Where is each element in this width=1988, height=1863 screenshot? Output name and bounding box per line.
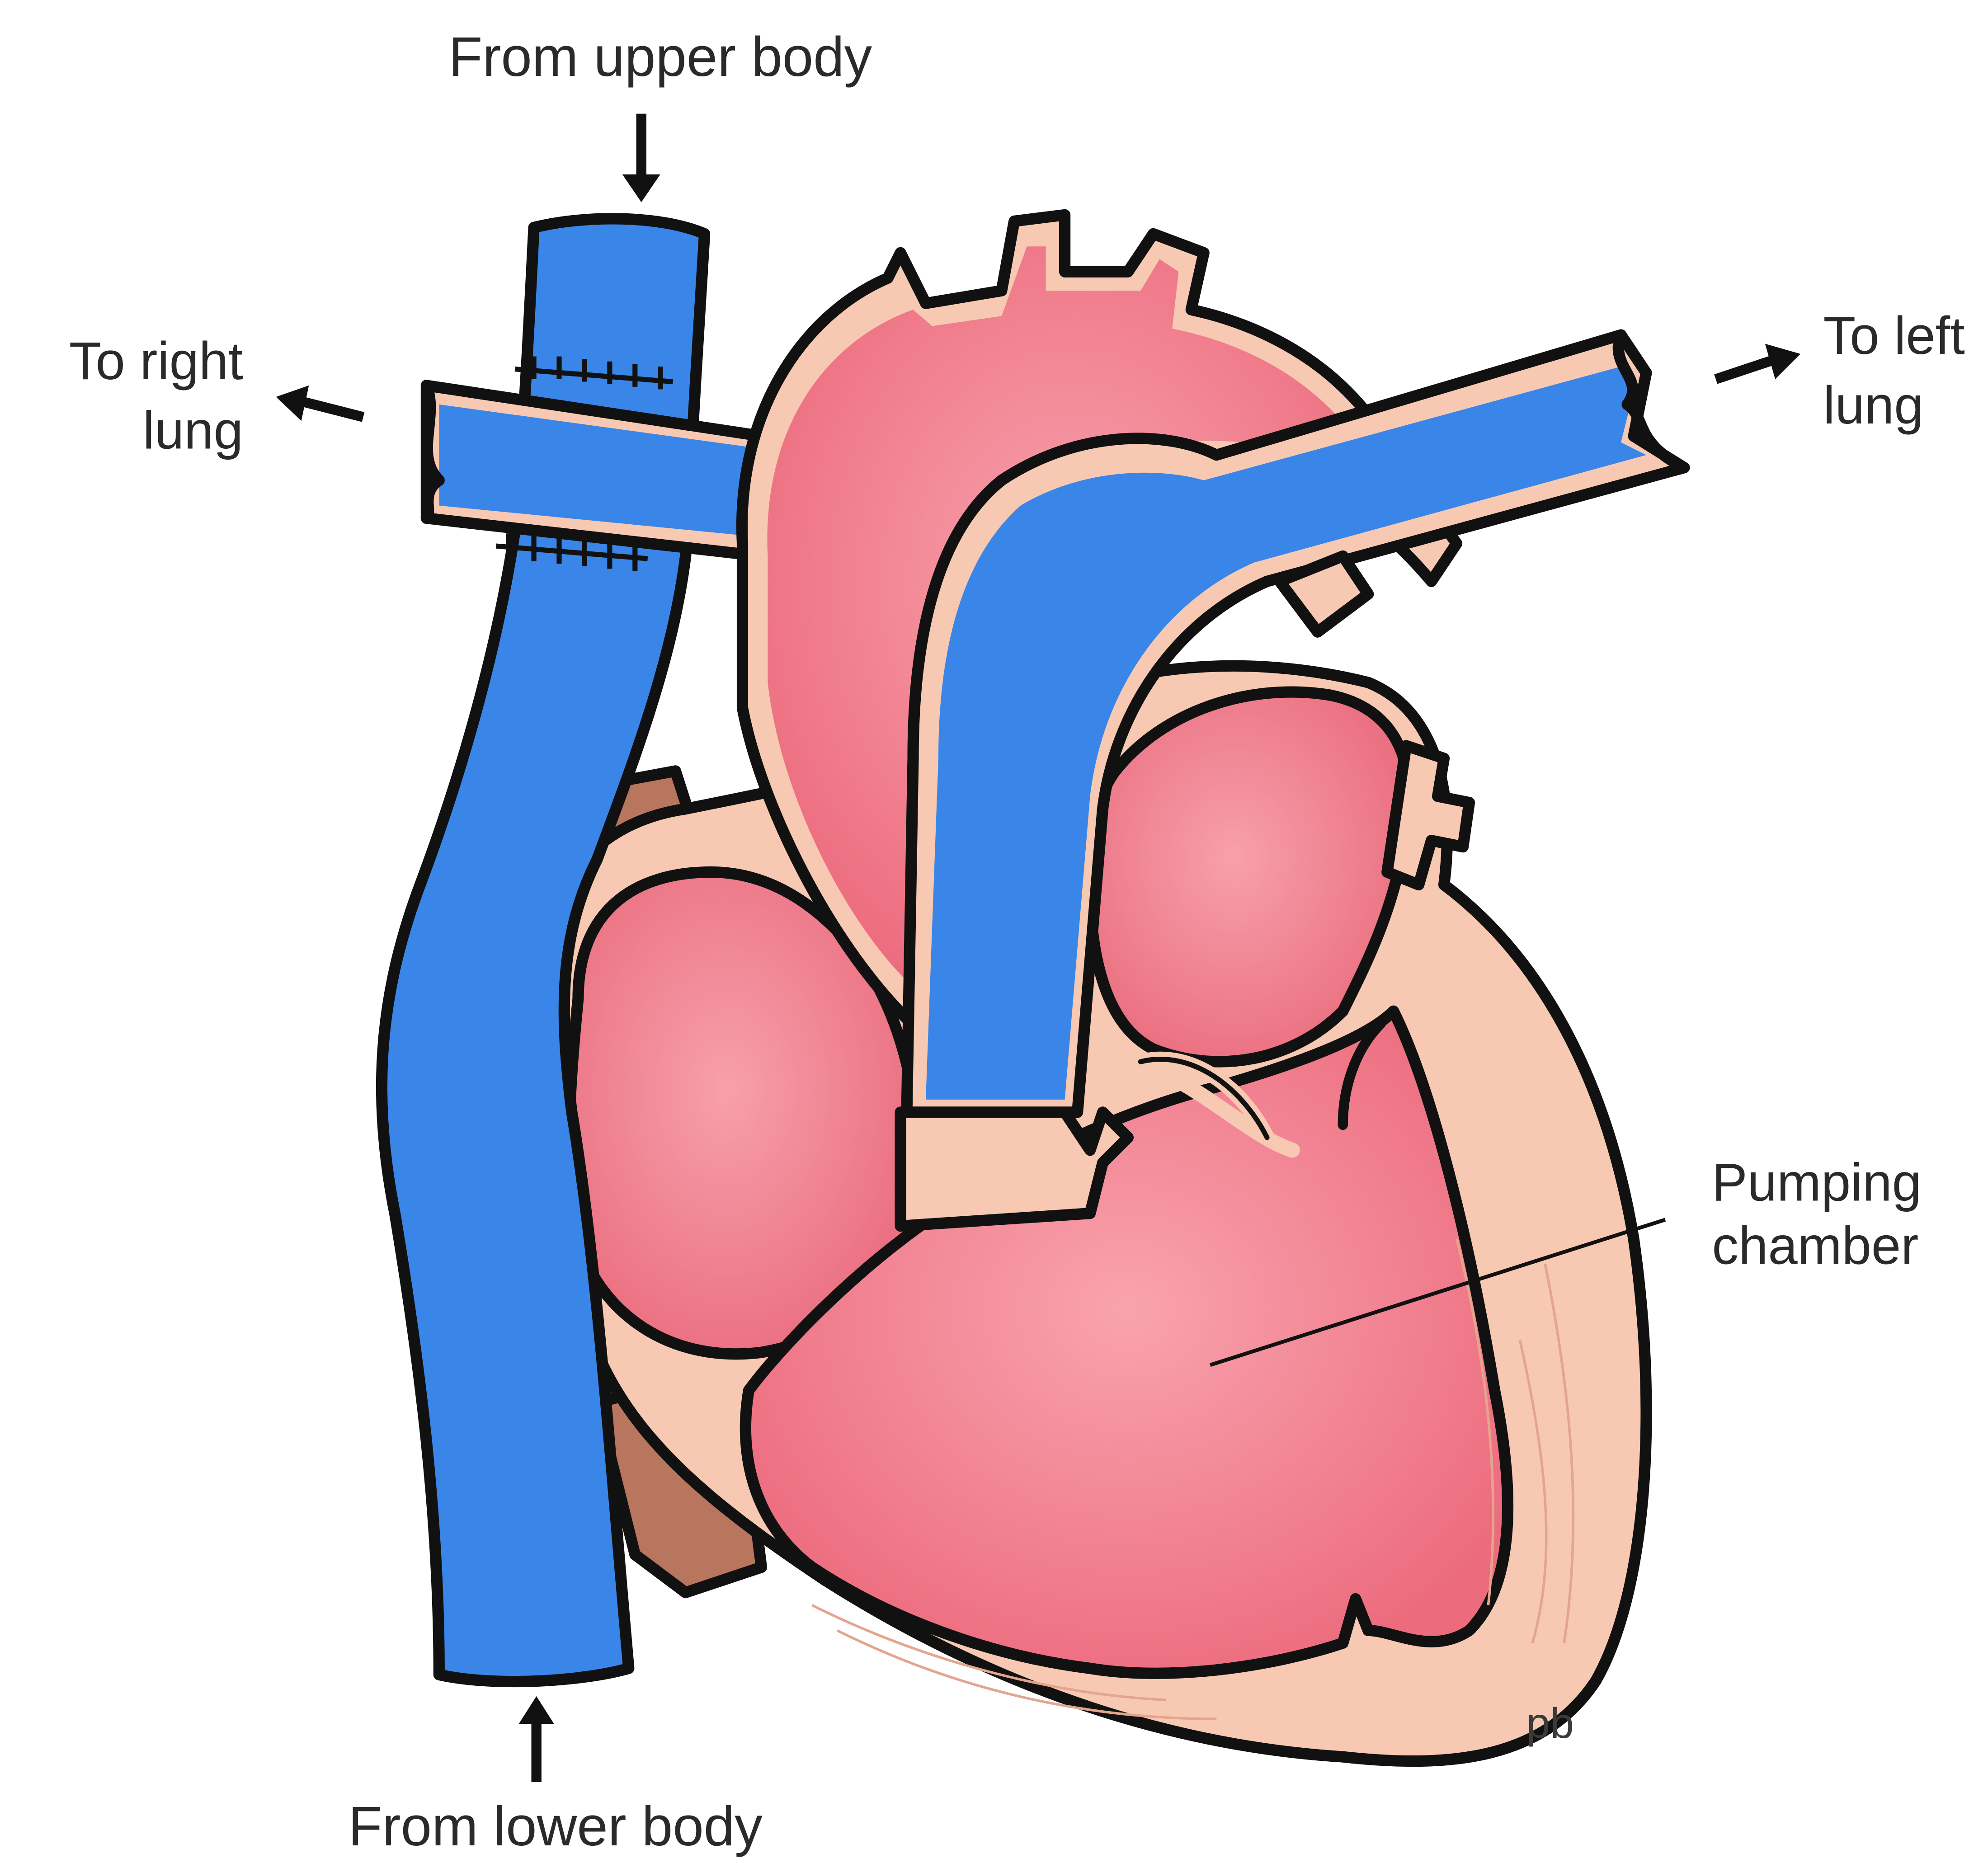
label-pumping-chamber-1: Pumping <box>1712 1153 1921 1212</box>
label-to-left-lung-2: lung <box>1823 376 1923 435</box>
label-from-lower-body: From lower body <box>349 1796 763 1858</box>
artist-signature: pb <box>1526 1699 1574 1747</box>
label-from-upper-body: From upper body <box>448 26 872 88</box>
arrow-from-upper-body <box>622 114 660 202</box>
arrow-to-right-lung <box>276 386 363 421</box>
arrow-from-lower-body <box>519 1696 554 1782</box>
atrioventricular-wall <box>900 1112 1128 1226</box>
label-pumping-chamber-2: chamber <box>1712 1216 1918 1275</box>
label-to-left-lung-1: To left <box>1823 306 1964 365</box>
arrow-to-left-lung <box>1716 344 1800 379</box>
label-to-right-lung-1: To right <box>69 331 243 390</box>
label-to-right-lung-2: lung <box>143 401 243 460</box>
pulmonary-vein-stubs <box>1387 746 1470 885</box>
